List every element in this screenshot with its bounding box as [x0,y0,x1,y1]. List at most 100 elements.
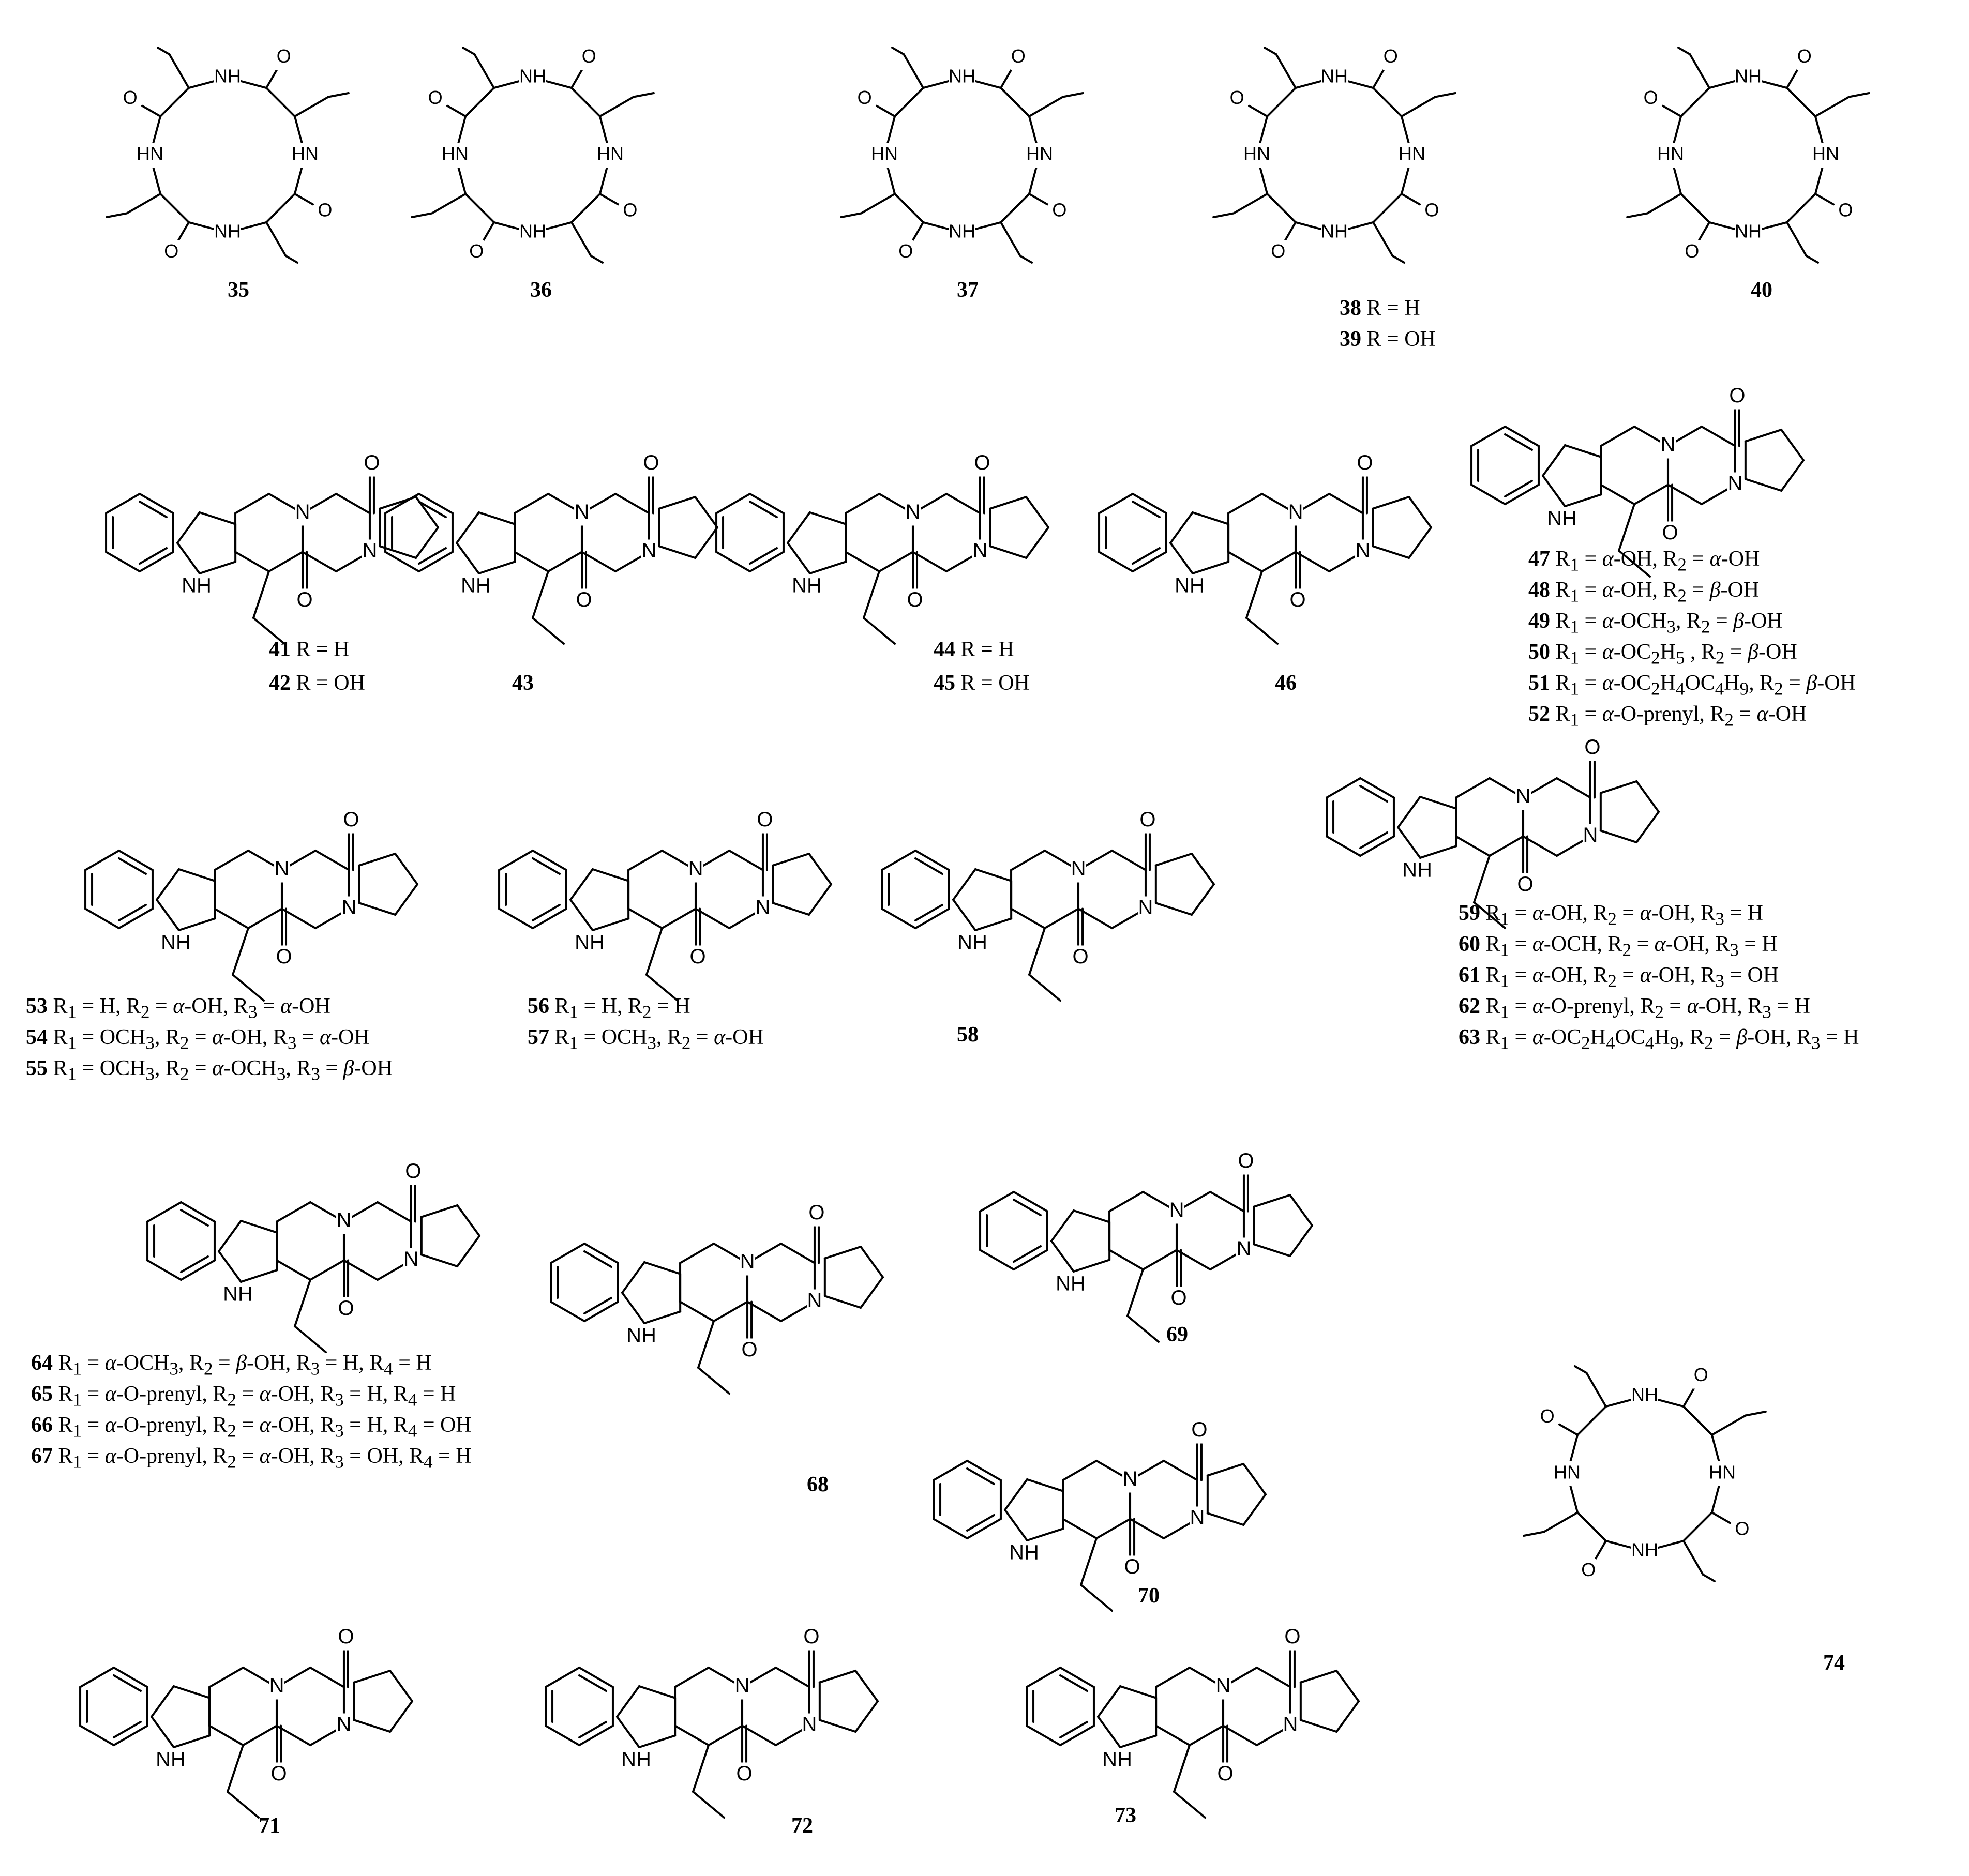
atom-label: O [1540,1405,1555,1427]
compound-64-label: 64 R1 = α-OCH3, R2 = β-OH, R3 = H, R4 = … [31,1350,432,1380]
atom-label: NH [156,1748,186,1771]
compound-number: 59 [1459,901,1480,925]
compound-37-label: 37 [957,277,979,303]
atom-label: O [1424,199,1439,220]
compound-substituents: R1 = α-OCH3, R2 = β-OH [1550,609,1783,637]
atom-label: HN [1812,143,1839,164]
compound-substituents: R1 = OCH3, R2 = α-OCH3, R3 = β-OH [48,1056,393,1084]
atom-label: O [1584,736,1600,759]
compound-number: 43 [512,671,534,695]
atom-label: O [803,1625,819,1648]
atom-label: NH [1547,507,1577,530]
compound-53-label: 53 R1 = H, R2 = α-OH, R3 = α-OH [26,993,330,1023]
compound-41-label: 41 R = H [269,637,350,662]
atom-label: N [807,1289,822,1312]
compound-number: 69 [1166,1323,1188,1347]
atom-label: O [270,1762,287,1785]
atom-label: O [1230,87,1244,108]
atom-label: N [404,1248,419,1270]
compound-40-label: 40 [1751,277,1772,303]
atom-label: O [1271,240,1285,262]
atom-label: O [1139,808,1155,831]
atom-label: N [337,1209,352,1232]
atom-label: HN [292,143,319,164]
compound-number: 74 [1823,1651,1845,1675]
compound-number: 54 [26,1025,48,1049]
atom-label: HN [1554,1462,1581,1483]
compound-number: 70 [1138,1584,1160,1608]
atom-label: O [123,87,138,108]
indole-dkp-structure: O O N N NH [79,1625,413,1819]
compound-61-label: 61 R1 = α-OH, R2 = α-OH, R3 = OH [1459,962,1779,992]
atom-label: N [1216,1674,1231,1697]
compound-number: 72 [791,1814,813,1838]
atom-label: HN [871,143,898,164]
compound-number: 67 [31,1444,53,1468]
atom-label: O [576,588,592,611]
atom-label: N [575,501,590,523]
atom-label: N [1661,433,1676,456]
atom-label: O [1357,451,1373,474]
atom-label: NH [1631,1539,1658,1561]
compound-number: 61 [1459,963,1480,987]
compound-54-label: 54 R1 = OCH3, R2 = α-OH, R3 = α-OH [26,1024,370,1054]
atom-label: NH [949,221,975,242]
compound-substituents: R1 = H, R2 = α-OH, R3 = α-OH [48,994,330,1022]
atom-label: N [735,1674,750,1697]
compound-60-label: 60 R1 = α-OCH, R2 = α-OH, R3 = H [1459,931,1778,961]
compound-51-label: 51 R1 = α-OC2H4OC4H9, R2 = β-OH [1528,670,1856,700]
compound-42-label: 42 R = OH [269,670,365,696]
atom-label: HN [1026,143,1053,164]
compound-46-label: 46 [1275,670,1297,696]
compound-69-label: 69 [1166,1322,1188,1348]
compound-number: 47 [1528,547,1550,571]
atom-label: O [338,1625,354,1648]
compound-62-label: 62 R1 = α-O-prenyl, R2 = α-OH, R3 = H [1459,993,1810,1023]
atom-label: NH [161,931,191,954]
compound-70-label: 70 [1138,1583,1160,1609]
atom-label: N [1123,1467,1138,1490]
atom-label: O [643,451,659,474]
compound-substituents: R = OH [1361,327,1436,351]
compound-substituents: R1 = α-OCH3, R2 = β-OH, R3 = H, R4 = H [53,1351,432,1379]
compound-71-label: 71 [259,1813,280,1839]
atom-label: HN [597,143,624,164]
atom-label: N [1071,857,1086,880]
compound-substituents: R = H [1361,296,1420,320]
compound-number: 41 [269,638,291,661]
atom-label: O [974,451,990,474]
compound-number: 44 [934,638,955,661]
atom-label: O [1284,1625,1300,1648]
compound-72-label: 72 [791,1813,813,1839]
compound-73-label: 73 [1115,1803,1136,1828]
compound-number: 73 [1115,1804,1136,1827]
compound-substituents: R1 = α-O-prenyl, R2 = α-OH, R3 = OH, R4 … [53,1444,472,1472]
atom-label: N [1516,785,1531,808]
atom-label: O [1729,384,1745,407]
atom-label: N [337,1713,352,1736]
atom-label: N [1169,1199,1184,1221]
compound-52-label: 52 R1 = α-O-prenyl, R2 = α-OH [1528,701,1807,731]
atom-label: N [740,1250,755,1273]
atom-label: O [1289,588,1305,611]
atom-label: O [808,1201,824,1224]
compound-substituents: R1 = α-OH, R2 = β-OH [1550,578,1760,606]
atom-label: N [269,1674,284,1697]
compound-number: 48 [1528,578,1550,602]
atom-label: O [277,46,291,67]
compound-substituents: R = H [291,638,350,661]
atom-label: NH [575,931,605,954]
compound-substituents: R1 = α-OH, R2 = α-OH [1550,547,1760,575]
atom-label: O [1072,945,1088,968]
compound-number: 68 [807,1473,829,1496]
atom-label: HN [137,143,163,164]
compound-45-label: 45 R = OH [934,670,1030,696]
compound-number: 50 [1528,640,1550,664]
compound-36-label: 36 [530,277,552,303]
